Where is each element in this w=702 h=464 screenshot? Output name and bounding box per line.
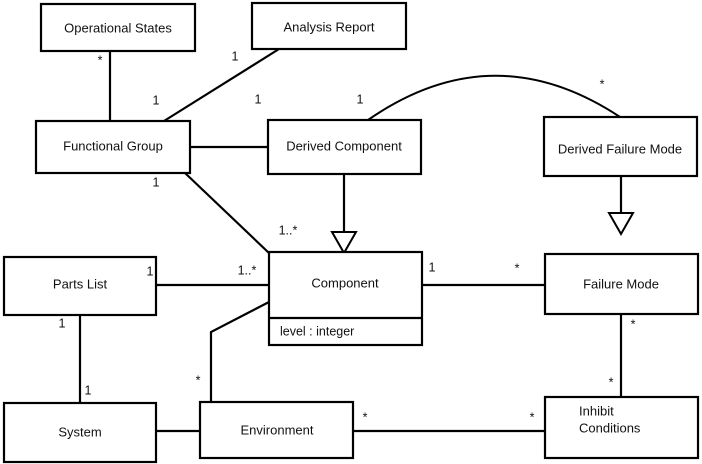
class-box[interactable]	[543, 252, 700, 316]
class-name-label: Failure Mode	[583, 276, 659, 291]
multiplicity-label: *	[515, 261, 520, 275]
class-name-label-line2: Conditions	[579, 420, 641, 435]
class-component[interactable]: Component level : integer	[267, 250, 424, 347]
multiplicity-label: 1	[232, 49, 239, 63]
association-environment-component[interactable]	[209, 301, 270, 402]
multiplicity-label: 1	[153, 175, 160, 189]
class-box[interactable]	[267, 250, 424, 347]
class-name-label: Environment	[241, 422, 314, 437]
multiplicity-label: 1	[255, 92, 262, 106]
class-system[interactable]: System	[2, 401, 158, 464]
multiplicity-label: *	[600, 77, 605, 91]
generalization-triangle-component	[330, 231, 358, 256]
class-parts-list[interactable]: Parts List	[2, 255, 158, 317]
multiplicity-layer: * 1 1 1 1 1..* 1 * 1 1..* 1 1 1 * * * * …	[59, 49, 636, 424]
class-box[interactable]	[542, 115, 699, 178]
multiplicity-label: 1	[153, 93, 160, 107]
generalization-triangle-failure-mode	[607, 212, 635, 237]
class-environment[interactable]: Environment	[198, 400, 355, 460]
class-box[interactable]	[266, 118, 423, 176]
class-name-label: Parts List	[53, 276, 108, 291]
class-operational-states[interactable]: Operational States	[39, 2, 197, 53]
class-name-label: Component	[311, 275, 379, 290]
multiplicity-label: 1..*	[279, 223, 298, 237]
class-derived-component[interactable]: Derived Component	[266, 118, 423, 176]
class-inhibit-conditions[interactable]: Inhibit Conditions	[543, 395, 700, 460]
class-name-label: Derived Failure Mode	[558, 141, 682, 156]
class-derived-failure-mode[interactable]: Derived Failure Mode	[542, 115, 699, 178]
multiplicity-label: *	[631, 317, 636, 331]
class-attribute-label: level : integer	[280, 324, 354, 338]
association-functional-group-component[interactable]	[184, 172, 270, 254]
class-name-label-line1: Inhibit	[579, 403, 614, 418]
class-name-label: Derived Component	[286, 138, 402, 153]
class-analysis-report[interactable]: Analysis Report	[250, 1, 408, 51]
class-box[interactable]	[543, 395, 700, 460]
multiplicity-label: 1	[147, 264, 154, 278]
association-derived-component-derived-failure-mode[interactable]	[367, 74, 621, 121]
class-functional-group[interactable]: Functional Group	[34, 119, 192, 175]
multiplicity-label: *	[609, 375, 614, 389]
class-box[interactable]	[34, 119, 192, 175]
class-name-label: Functional Group	[63, 138, 163, 153]
class-name-label: Analysis Report	[283, 19, 374, 34]
multiplicity-label: 1	[357, 92, 364, 106]
class-name-label: Operational States	[64, 20, 172, 35]
class-box[interactable]	[198, 400, 355, 460]
multiplicity-label: *	[196, 373, 201, 387]
multiplicity-label: *	[98, 53, 103, 67]
multiplicity-label: 1	[85, 383, 92, 397]
class-box[interactable]	[2, 255, 158, 317]
multiplicity-label: 1	[59, 316, 66, 330]
association-analysis-report-functional-group[interactable]	[163, 48, 280, 122]
class-box[interactable]	[39, 2, 197, 53]
class-failure-mode[interactable]: Failure Mode	[543, 252, 700, 316]
class-box[interactable]	[250, 1, 408, 51]
multiplicity-label: *	[530, 410, 535, 424]
multiplicity-label: 1..*	[238, 263, 257, 277]
associations-layer	[78, 48, 635, 433]
multiplicity-label: 1	[429, 260, 436, 274]
class-box[interactable]	[2, 401, 158, 464]
multiplicity-label: *	[363, 410, 368, 424]
class-name-label: System	[58, 424, 101, 439]
